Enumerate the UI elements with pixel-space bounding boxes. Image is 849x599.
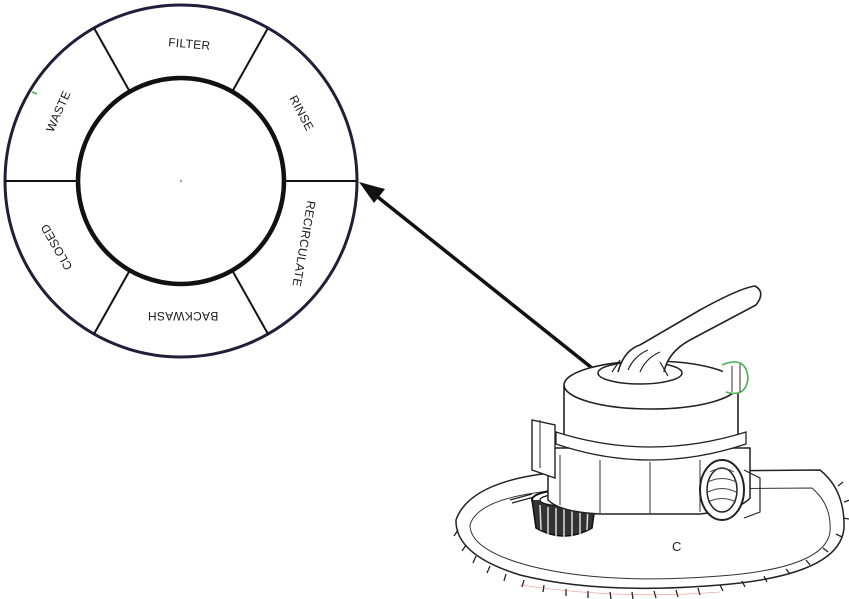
label-backwash: BACKWASH [148,309,219,323]
pointer-arrow [359,182,599,374]
dial-center-dot [179,179,183,183]
valve-cover [555,360,749,461]
green-mark [31,91,38,95]
dial-divider [231,27,269,93]
valve-illustration: C [453,285,849,599]
label-filter: FILTER [168,35,211,53]
valve-body [531,419,761,521]
screw [509,493,535,504]
valve-handle [597,285,762,385]
base-mark: C [672,539,681,554]
dial-divider [93,27,131,93]
dial-divider [231,269,269,335]
dial-divider [93,269,131,335]
dial: FILTER RINSE RECIRCULATE BACKWASH CLOSED… [3,3,359,359]
